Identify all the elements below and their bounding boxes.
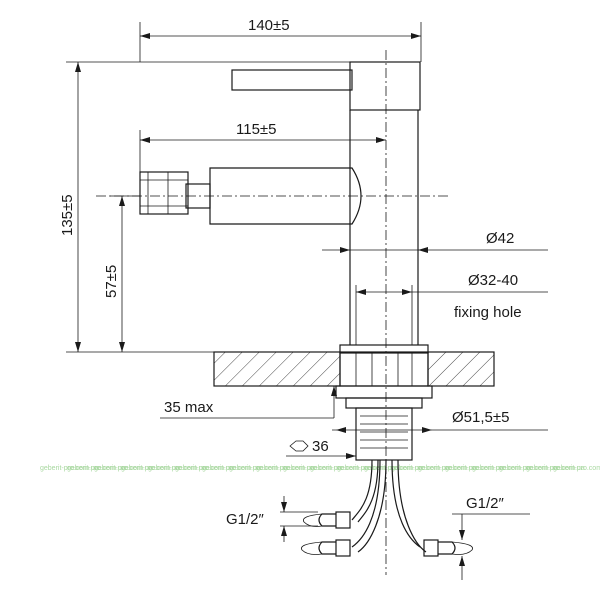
thread-right-label: G1/2″ <box>466 495 505 512</box>
watermark-text: geberit-pro.com.ua <box>175 465 234 472</box>
nut-diameter-label: Ø51,5±5 <box>452 409 509 426</box>
spout-length-label: 115±5 <box>236 121 277 138</box>
dimension-width-total: 140±5 <box>139 17 422 62</box>
dimension-spout-length: 115±5 <box>139 121 386 175</box>
watermark-text: geberit-pro.com.ua <box>229 465 288 472</box>
watermark-text: geberit-pro.com.ua <box>121 465 180 472</box>
spout <box>209 167 362 225</box>
watermark-text: geberit-pro.com.ua <box>40 465 99 472</box>
dimension-hex: 36 <box>286 438 356 459</box>
dimension-spout-height: 57±5 <box>103 195 140 352</box>
watermark-text: geberit-pro.com.ua <box>499 465 558 472</box>
height-total-label: 135±5 <box>59 194 76 236</box>
dimension-nut-diameter: Ø51,5±5 <box>332 409 548 433</box>
hexagon-icon <box>289 440 309 452</box>
supply-hoses <box>301 459 473 557</box>
deck-max-label: 35 max <box>164 399 214 416</box>
dimension-thread-left: G1/2″ <box>226 496 318 542</box>
fixing-nut <box>335 385 433 461</box>
dimension-body-diameter: Ø42 <box>322 230 548 253</box>
width-total-label: 140±5 <box>248 17 290 34</box>
watermark-text: geberit-pro.com.ua <box>553 465 600 472</box>
watermark-text: geberit-pro.com.ua <box>148 465 207 472</box>
base-flange <box>339 344 429 354</box>
body-diameter-label: Ø42 <box>486 230 514 247</box>
threaded-shank <box>355 407 413 461</box>
dimension-deck-max: 35 max <box>160 386 337 419</box>
watermark: geberit-pro.com.uageberit-pro.com.uagebe… <box>40 465 600 472</box>
watermark-text: geberit-pro.com.ua <box>526 465 585 472</box>
dimension-height-total: 135±5 <box>59 61 350 353</box>
left-connector-lower <box>335 539 351 557</box>
washer <box>335 385 433 399</box>
hex-size-label: 36 <box>312 438 329 455</box>
lever <box>231 69 353 91</box>
watermark-text: geberit-pro.com.ua <box>94 465 153 472</box>
watermark-text: geberit-pro.com.ua <box>391 465 450 472</box>
cartridge-head <box>349 61 421 111</box>
dimension-hole-diameter: Ø32-40 fixing hole <box>355 272 548 345</box>
fixing-hole-label: fixing hole <box>454 304 522 321</box>
watermark-text: geberit-pro.com.ua <box>418 465 477 472</box>
watermark-text: geberit-pro.com.ua <box>472 465 531 472</box>
right-connector <box>423 539 439 557</box>
mixer-body <box>96 50 450 575</box>
left-connector-upper <box>335 511 351 529</box>
mounting-deck <box>213 351 495 387</box>
watermark-text: geberit-pro.com.ua <box>445 465 504 472</box>
watermark-text: geberit-pro.com.ua <box>67 465 126 472</box>
hole-diameter-label: Ø32-40 <box>468 272 518 289</box>
watermark-text: geberit-pro.com.ua <box>364 465 423 472</box>
watermark-text: geberit-pro.com.ua <box>283 465 342 472</box>
nozzle-head <box>139 171 189 215</box>
spout-height-label: 57±5 <box>103 265 120 298</box>
watermark-text: geberit-pro.com.ua <box>202 465 261 472</box>
thread-left-label: G1/2″ <box>226 511 265 528</box>
watermark-text: geberit-pro.com.ua <box>337 465 396 472</box>
watermark-text: geberit-pro.com.ua <box>256 465 315 472</box>
watermark-text: geberit-pro.com.ua <box>310 465 369 472</box>
dimension-thread-right: G1/2″ <box>452 495 530 580</box>
